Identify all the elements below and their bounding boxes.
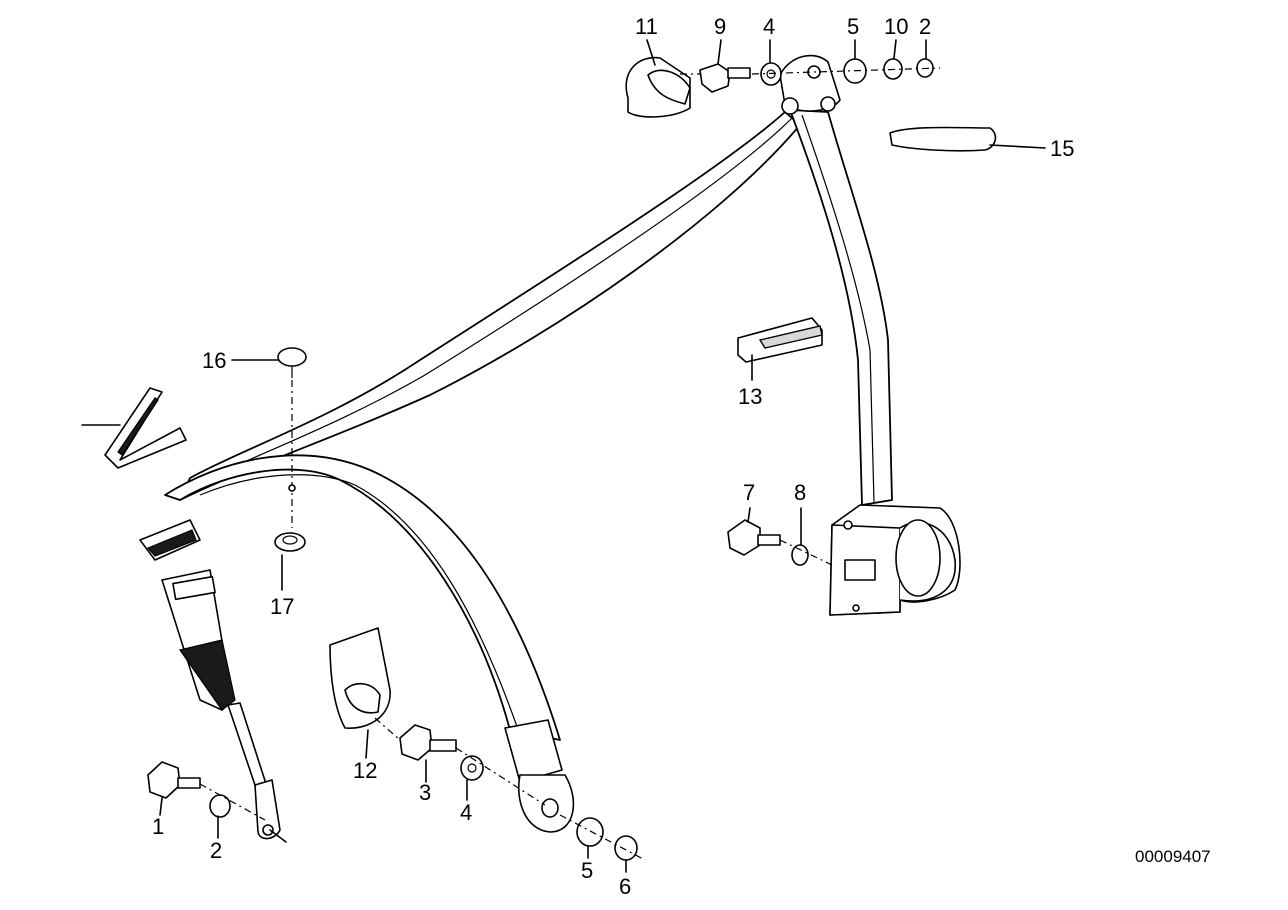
cap-and-grommet	[274, 347, 307, 552]
buckle-bolt-set	[147, 761, 266, 821]
lap-anchor-bolt-set	[374, 717, 546, 806]
upper-anchor-bracket	[779, 54, 841, 115]
belt-guide-clip	[81, 387, 187, 469]
slider-clip	[737, 317, 823, 363]
callout-15: 15	[1050, 136, 1074, 161]
callout-13: 13	[738, 384, 762, 409]
trim-cover	[889, 126, 1046, 152]
cover-cap-upper	[625, 56, 691, 118]
shoulder-belt-strap	[179, 111, 801, 501]
callout-4-lower: 4	[460, 800, 472, 825]
callout-10: 10	[884, 14, 908, 39]
callout-1: 1	[152, 814, 164, 839]
callout-4-upper: 4	[763, 14, 775, 39]
callout-2-upper: 2	[919, 14, 931, 39]
callout-8: 8	[794, 480, 806, 505]
callout-16: 16	[202, 348, 226, 373]
callout-5-upper: 5	[847, 14, 859, 39]
leader-lines	[159, 39, 927, 873]
callout-12: 12	[353, 758, 377, 783]
callout-3: 3	[419, 780, 431, 805]
inertia-reel-retractor	[829, 504, 961, 616]
buckle-assembly	[139, 519, 287, 843]
cover-cap-lower	[329, 627, 391, 729]
diagram-reference-number: 00009407	[1135, 847, 1211, 866]
callout-5-lower: 5	[581, 858, 593, 883]
retractor-bolt-set	[727, 519, 833, 566]
callout-labels: 11 9 4 5 10 2 15 16 13 7 8 17 12 3 4 1 2…	[152, 14, 1074, 899]
lap-anchor-spacer-set	[559, 814, 646, 861]
callout-9: 9	[714, 14, 726, 39]
callout-6: 6	[619, 874, 631, 899]
callout-7: 7	[743, 480, 755, 505]
callout-17: 17	[270, 594, 294, 619]
callout-2-lower: 2	[210, 838, 222, 863]
retractor-strap	[789, 109, 893, 506]
callout-11: 11	[635, 14, 658, 39]
lap-belt-strap	[164, 454, 575, 833]
upper-hardware-set	[680, 58, 941, 93]
